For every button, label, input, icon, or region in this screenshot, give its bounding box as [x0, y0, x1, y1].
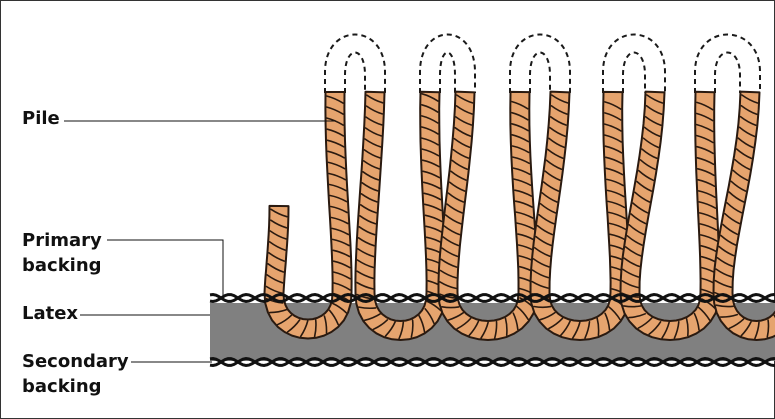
secondary-backing-label-line2: backing [22, 376, 102, 397]
secondary-backing-label-line1: Secondary [22, 351, 129, 372]
cut-loop-outer-2 [509, 33, 571, 93]
cut-loop-outer-1 [419, 33, 476, 93]
pile-tuft-0 [263, 91, 353, 340]
pile-tuft-4 [619, 90, 721, 341]
pile-label: Pile [22, 108, 60, 129]
pile-tuft-3-twist [531, 94, 629, 339]
pile-tuft-5-twist [714, 94, 775, 340]
pile-yarn [263, 90, 775, 341]
leader-lines [64, 120, 336, 363]
cut-loop-outlines [324, 33, 761, 93]
cut-loop-inner-1 [439, 51, 456, 93]
primary-backing-label-line2: backing [22, 255, 102, 276]
pile-tuft-3 [529, 90, 631, 341]
cut-loop-outer-4 [694, 33, 761, 93]
pile-tuft-4-twist [621, 94, 719, 339]
cut-loop-outer-3 [602, 33, 666, 93]
pile-tuft-1 [354, 90, 447, 341]
cut-loop-inner-2 [529, 51, 551, 93]
cut-loop-inner-4 [714, 51, 741, 93]
cut-loop-outer-0 [324, 33, 386, 93]
pile-tuft-0-twist [265, 95, 351, 338]
cut-loop-inner-0 [344, 51, 366, 93]
primary-backing-label-line1: Primary [22, 230, 102, 251]
pile-tuft-2-twist [439, 94, 537, 340]
pile-tuft-2 [437, 90, 539, 341]
primary-backing-leader-line [107, 239, 224, 298]
secondary-backing [209, 356, 775, 368]
cut-loop-inner-3 [622, 51, 646, 93]
pile-tuft-5 [712, 90, 775, 341]
latex-label: Latex [22, 303, 79, 324]
pile-tuft-1-twist [356, 93, 445, 340]
primary-backing [209, 292, 775, 304]
